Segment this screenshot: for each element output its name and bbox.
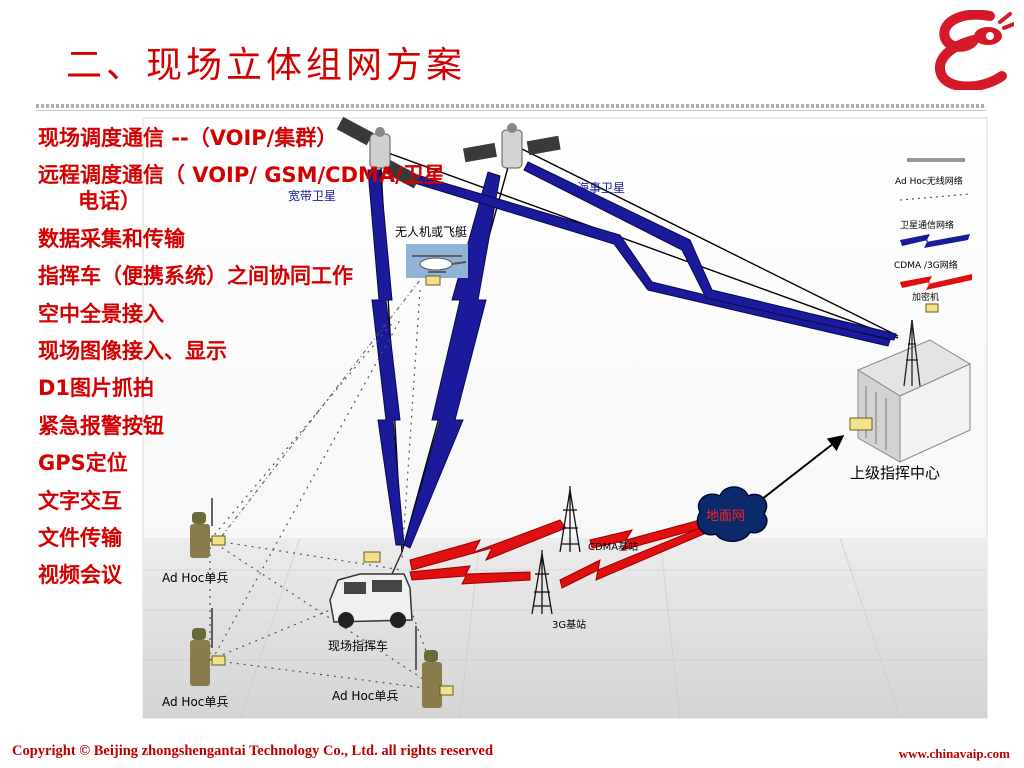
command-center-building-icon <box>856 319 972 463</box>
feature-item: 视频会议 <box>38 562 445 588</box>
soldier-3-encryptor-icon <box>439 685 454 696</box>
feature-text: D1图片抓拍 <box>38 376 155 401</box>
legend-cdma-swatch <box>900 274 972 290</box>
vehicle-encryptor-icon <box>363 551 381 563</box>
feature-text: 数据采集和传输 <box>38 226 185 251</box>
soldier-2-encryptor-icon <box>211 655 226 666</box>
feature-item: 现场图像接入、显示 <box>38 338 445 364</box>
company-logo <box>935 10 1014 90</box>
feature-text: 指挥车（便携系统）之间协同工作 <box>38 264 353 289</box>
feature-item: D1图片抓拍 <box>38 375 445 401</box>
adhoc-soldier-label-2: Ad Hoc单兵 <box>162 695 228 709</box>
adhoc-dashdot-links <box>214 279 421 546</box>
feature-text: 现场图像接入、显示 <box>38 338 227 363</box>
diagram-floor <box>143 538 987 718</box>
ground-network-cloud-icon <box>696 486 768 542</box>
broadband-satellite-label: 宽带卫星 <box>288 188 336 203</box>
satellite-links <box>367 161 897 549</box>
floor-grid <box>143 537 987 719</box>
maritime-satellite-icon <box>462 123 561 169</box>
adhoc-soldier-icon-2 <box>190 608 213 686</box>
feature-item: 数据采集和传输 <box>38 226 445 252</box>
cdma-tower-icon <box>559 486 581 553</box>
adhoc-links <box>209 289 441 691</box>
legend: Ad Hoc无线网络 卫星通信网络 CDMA /3G网络 加密机 <box>894 158 972 313</box>
soldier-1-encryptor-icon <box>211 535 226 546</box>
feature-text: 空中全景接入 <box>38 301 164 326</box>
cellular-links <box>409 519 705 589</box>
legend-satellite-label: 卫星通信网络 <box>900 219 954 231</box>
feature-text: 视频会议 <box>38 563 122 588</box>
3g-tower-icon <box>531 550 553 615</box>
website-link[interactable]: www.chinavaip.com <box>898 746 1010 761</box>
adhoc-soldier-icon-3 <box>415 626 442 708</box>
adhoc-soldier-label-3: Ad Hoc单兵 <box>332 689 398 703</box>
cdma-station-label: CDMA基站 <box>588 540 638 553</box>
center-encryptor-icon <box>849 417 873 431</box>
uav-label: 无人机或飞艇 <box>395 225 467 239</box>
title-divider-thin <box>36 110 986 111</box>
adhoc-soldier-label-1: Ad Hoc单兵 <box>162 571 228 585</box>
legend-cdma-label: CDMA /3G网络 <box>894 259 958 271</box>
copyright-footer: Copyright © Beijing zhongshengantai Tech… <box>12 743 494 759</box>
feature-text: 紧急报警按钮 <box>38 413 164 438</box>
feature-text: 远程调度通信（ VOIP/ GSM/CDMA/卫星 <box>38 163 445 188</box>
feature-item: 远程调度通信（ VOIP/ GSM/CDMA/卫星电话） <box>38 162 445 214</box>
feature-item: 现场调度通信 --（VOIP/集群） <box>38 125 445 151</box>
maritime-satellite-label: 海事卫星 <box>577 180 625 195</box>
encryptor-icon <box>425 275 441 286</box>
legend-encryptor-label: 加密机 <box>912 291 939 303</box>
feature-text: 文字交互 <box>38 488 122 513</box>
feature-text-continued: 电话） <box>78 189 141 214</box>
adhoc-soldier-icon-1 <box>190 498 213 558</box>
feature-item: 紧急报警按钮 <box>38 413 445 439</box>
slide-title: 二、现场立体组网方案 <box>66 45 467 86</box>
feature-item: 空中全景接入 <box>38 301 445 327</box>
cloud-label: 地面网 <box>706 509 745 524</box>
feature-item: 文件传输 <box>38 525 445 551</box>
feature-text: 文件传输 <box>38 525 122 550</box>
broadband-satellite-icon <box>336 116 421 189</box>
feature-text: 现场调度通信 --（VOIP/集群） <box>38 126 338 150</box>
legend-adhoc-label: Ad Hoc无线网络 <box>895 175 963 187</box>
3g-station-label: 3G基站 <box>552 618 586 631</box>
uav-helicopter-icon <box>406 244 468 278</box>
legend-satellite-swatch <box>900 234 970 248</box>
feature-item: GPS定位 <box>38 450 445 476</box>
feature-list: 现场调度通信 --（VOIP/集群） 远程调度通信（ VOIP/ GSM/CDM… <box>38 125 445 600</box>
command-center-label: 上级指挥中心 <box>850 464 940 482</box>
feature-item: 文字交互 <box>38 488 445 514</box>
feature-text: GPS定位 <box>38 451 128 476</box>
legend-encryptor-swatch <box>925 303 939 313</box>
feature-item: 指挥车（便携系统）之间协同工作 <box>38 263 445 289</box>
title-divider <box>36 104 986 108</box>
command-vehicle-label: 现场指挥车 <box>328 638 388 653</box>
command-vehicle-icon <box>329 551 413 628</box>
